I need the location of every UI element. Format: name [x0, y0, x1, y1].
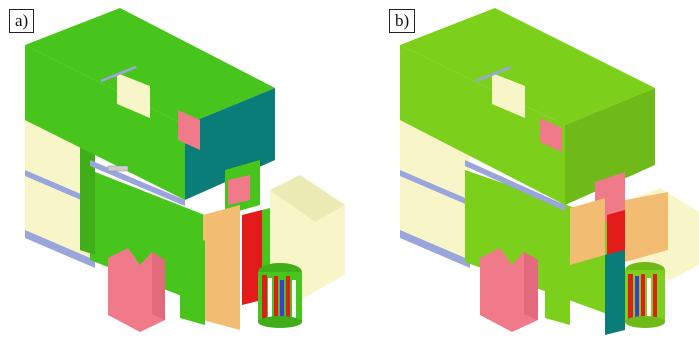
- pink-inner-mid: [228, 175, 250, 205]
- cream-wall-upper: [25, 120, 95, 200]
- b-lavender-ledge: [465, 160, 565, 211]
- green-body-lower-left: [80, 140, 95, 255]
- b-cylinder-blue-1: [635, 276, 639, 320]
- teal-side-face: [185, 88, 275, 200]
- lavender-ledge: [90, 160, 185, 206]
- b-pink-u-shape-side: [524, 252, 538, 320]
- b-cylinder-red-2: [641, 274, 645, 320]
- b-teal-strip: [605, 250, 625, 335]
- b-cream-wall-upper: [400, 120, 470, 200]
- b-orange-panel-left: [570, 198, 605, 265]
- orange-box: [203, 205, 240, 330]
- b-lime-body-lower: [465, 170, 610, 315]
- green-upper-front: [25, 45, 185, 200]
- b-pink-u-shape: [480, 248, 538, 332]
- b-cylinder-bottom: [625, 316, 665, 328]
- lavender-strip-2: [25, 230, 95, 268]
- b-roof-opening-wall-cream: [492, 73, 525, 118]
- cylinder-bottom: [258, 316, 302, 328]
- pink-u-shape-side: [152, 252, 165, 320]
- b-lime-roof-slab: [400, 8, 655, 125]
- b-lime-upper-front: [400, 45, 565, 205]
- green-base: [180, 240, 205, 325]
- roof-opening-edge: [100, 66, 137, 82]
- cream-wall-lower: [25, 175, 95, 260]
- b-lime-base: [545, 240, 570, 325]
- panel-b-model: [400, 8, 699, 335]
- roof-opening-wall-cream: [117, 73, 150, 118]
- panel-label-b: b): [389, 9, 416, 33]
- b-cylinder-red-1: [628, 274, 633, 320]
- red-strip: [242, 210, 262, 305]
- b-orange-panel-right: [625, 192, 668, 262]
- b-lavender-strip-1: [400, 170, 470, 206]
- b-cylinder-red-3: [653, 274, 657, 320]
- pink-u-shape: [108, 248, 165, 332]
- b-lime-side-face: [565, 88, 655, 205]
- roof-opening-wall-pink: [178, 110, 200, 150]
- b-cream-wall-lower: [400, 175, 470, 260]
- panel-label-a: a): [9, 9, 35, 33]
- cream-block-right-top: [270, 175, 345, 222]
- cylinder-red-3: [286, 276, 290, 320]
- small-tag: [107, 165, 129, 172]
- cylinder-red-1: [262, 275, 267, 320]
- b-roof-opening-edge: [475, 66, 512, 82]
- lavender-strip-1: [25, 170, 95, 206]
- cylinder-red-2: [274, 276, 278, 320]
- b-cylinder-white-1: [647, 278, 651, 320]
- b-roof-opening-wall-pink: [540, 118, 562, 152]
- cylinder-white-1: [268, 278, 272, 320]
- b-lavender-strip-2: [400, 230, 470, 268]
- cylinder-white-2: [292, 280, 296, 320]
- green-roof-slab: [25, 8, 275, 125]
- panel-a-model: [25, 8, 345, 332]
- cylinder-blue-1: [280, 280, 284, 320]
